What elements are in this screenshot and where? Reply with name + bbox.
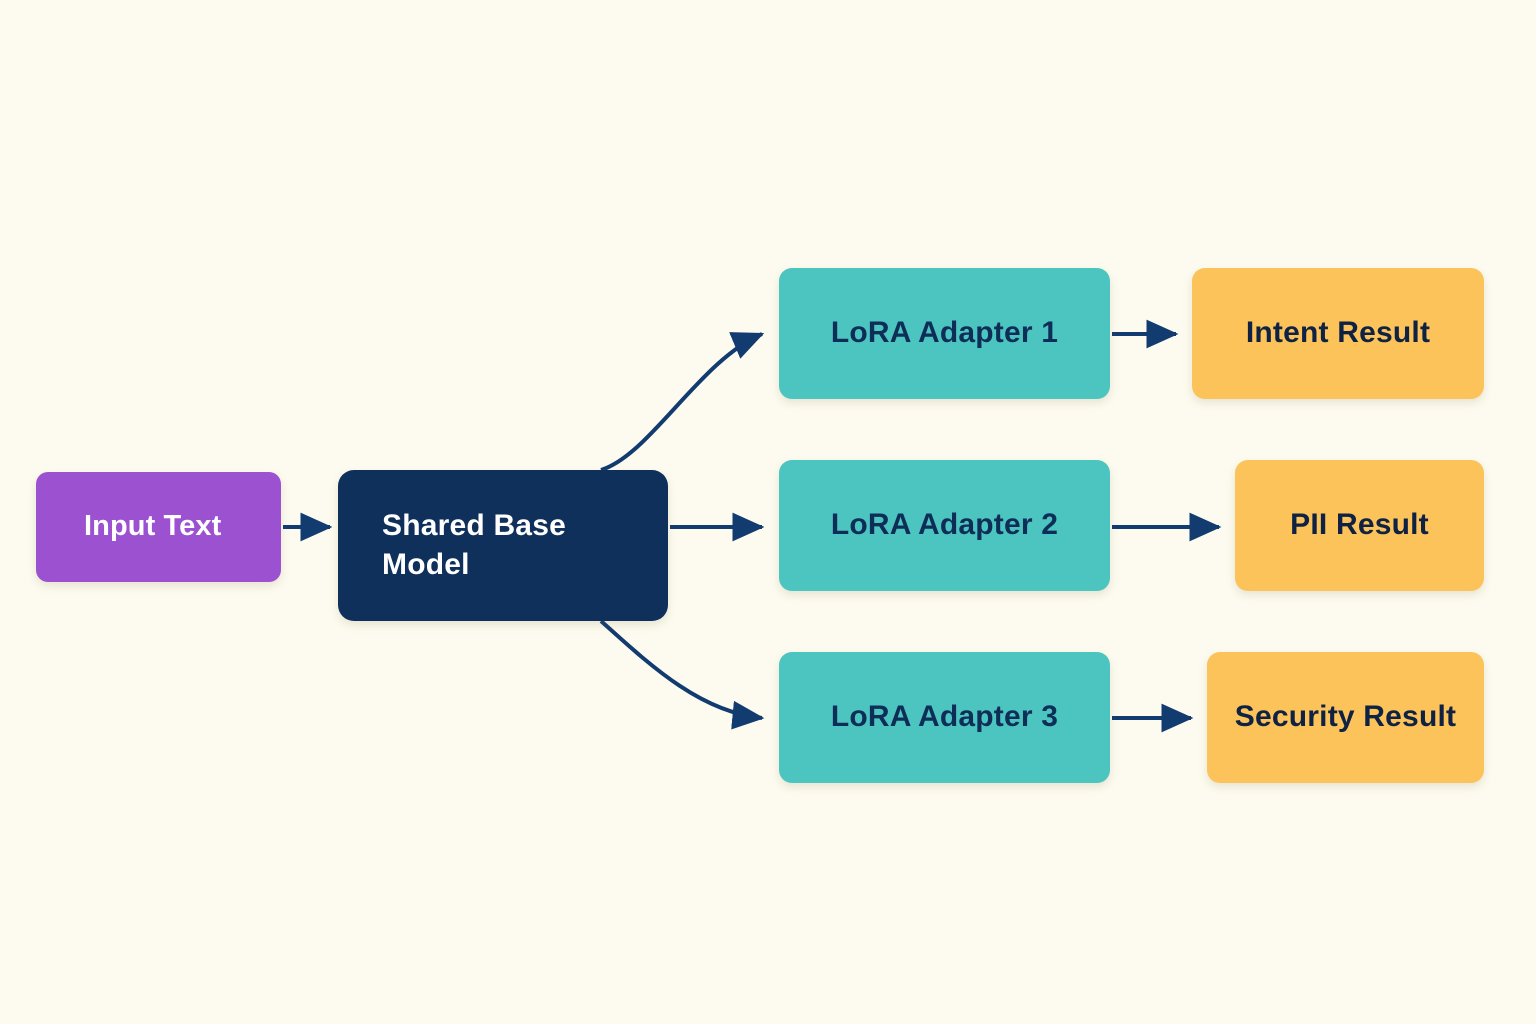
node-pii-result[interactable]: PII Result bbox=[1235, 460, 1484, 591]
node-shared-base-model-label: Shared Base Model bbox=[382, 507, 668, 584]
node-pii-result-label: PII Result bbox=[1290, 508, 1429, 542]
node-shared-base-model-line1: Shared Base bbox=[382, 509, 566, 543]
node-security-result-label: Security Result bbox=[1234, 700, 1457, 734]
node-lora-adapter-1[interactable]: LoRA Adapter 1 bbox=[779, 268, 1110, 399]
node-lora-adapter-3[interactable]: LoRA Adapter 3 bbox=[779, 652, 1110, 783]
node-shared-base-model[interactable]: Shared Base Model bbox=[338, 470, 668, 621]
node-input-text[interactable]: Input Text bbox=[36, 472, 281, 582]
node-lora-adapter-2[interactable]: LoRA Adapter 2 bbox=[779, 460, 1110, 591]
node-lora-adapter-1-label: LoRA Adapter 1 bbox=[830, 316, 1059, 350]
node-intent-result-label: Intent Result bbox=[1245, 316, 1431, 350]
edge-base-model-to-adapter-1 bbox=[600, 332, 765, 472]
edge-base-model-to-adapter-3 bbox=[599, 619, 765, 730]
node-input-text-label: Input Text bbox=[84, 510, 222, 543]
node-security-result[interactable]: Security Result bbox=[1207, 652, 1484, 783]
node-lora-adapter-2-label: LoRA Adapter 2 bbox=[830, 508, 1059, 542]
node-lora-adapter-3-label: LoRA Adapter 3 bbox=[830, 700, 1059, 734]
node-intent-result[interactable]: Intent Result bbox=[1192, 268, 1484, 399]
node-shared-base-model-line2: Model bbox=[382, 547, 470, 581]
